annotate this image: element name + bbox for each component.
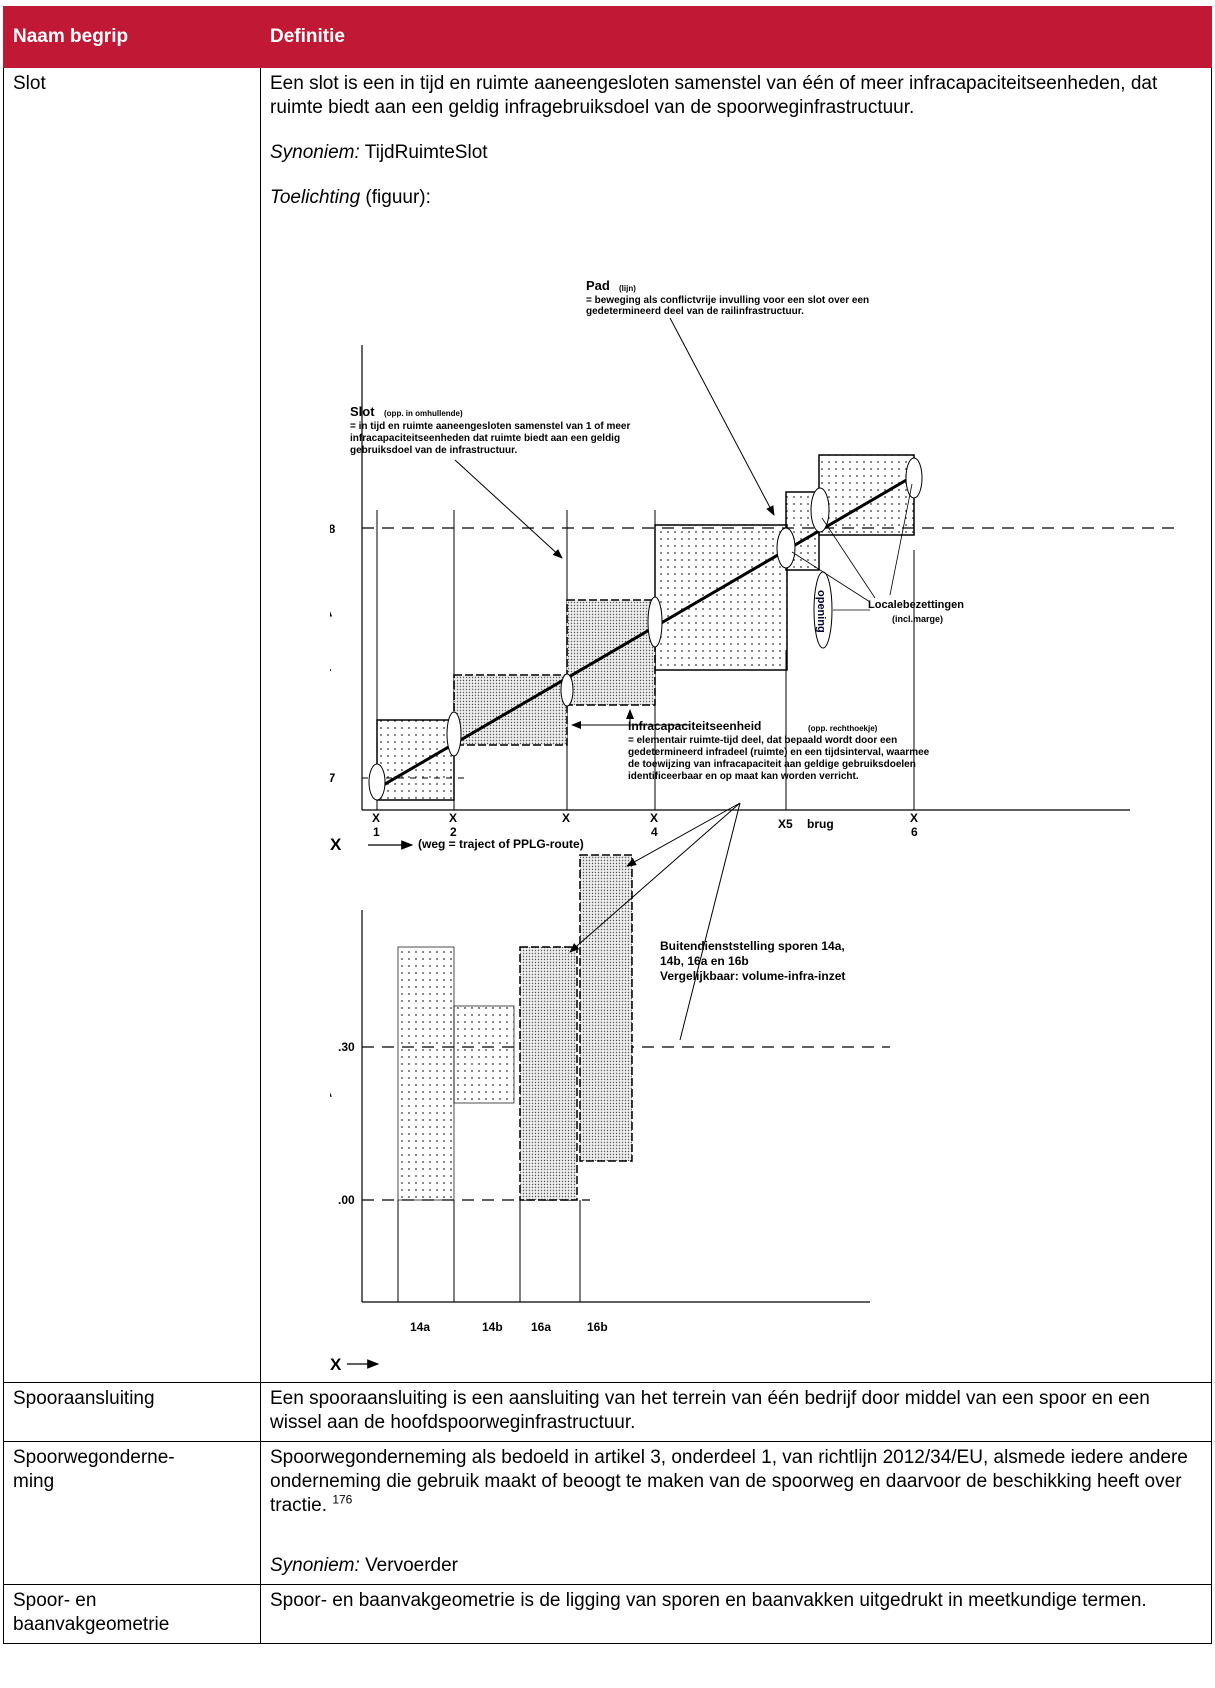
x-num: 1 [373,825,380,839]
x-tick: X [562,811,570,825]
pad-text-2: gedetermineerd deel van de railinfrastru… [586,306,804,317]
term-cell: Spoorwegonderne- ming [3,1441,261,1585]
synonym-value: Vervoerder [365,1555,459,1576]
track-14a-block [397,946,455,1201]
table-header-row: Naam begrip Definitie [3,6,1212,68]
track-16a-block [519,946,578,1201]
x-tick: X [372,811,380,825]
slot-sub: (opp. in omhullende) [384,409,463,418]
x-tick: X [650,811,658,825]
opening-label: opening [815,590,827,633]
synonym-line: Synoniem: Vervoerder [270,1554,1202,1578]
note-label: Toelichting [270,187,361,208]
ice-title: Infracapaciteitseenheid [628,719,761,733]
bds-text-3: Vergelijkbaar: volume-infra-inzet [660,969,845,983]
table-row: Spoor- en baanvakgeometrie Spoor- en baa… [3,1584,1212,1644]
term-cell: Slot [3,67,261,1383]
ice-text-4: identificeerbaar en op maat kan worden v… [628,771,859,782]
term-line: Spoorwegonderne- [13,1447,175,1468]
ice-text-3: de toewijzing van infracapaciteit aan ge… [628,759,916,770]
track-label-16a: 16a [531,1320,551,1334]
term-line: baanvakgeometrie [13,1614,170,1635]
footnote-ref: 176 [332,1492,353,1507]
bds-text-1: Buitendienststelling sporen 14a, [660,939,845,953]
pad-title: Pad [586,278,610,293]
top-x-label: X [330,835,342,854]
term-line: ming [13,1471,55,1492]
note-rest: (figuur): [365,187,431,208]
synonym-value: TijdRuimteSlot [364,142,488,163]
x-axis-text: (weg = traject of PPLG-route) [418,837,584,851]
definition-text: Spoor- en baanvakgeometrie is de ligging… [270,1590,1147,1611]
track-14b-block [453,1005,515,1104]
x-tick-brug: brug [807,817,834,831]
table-row: Slot Een slot is een in tijd en ruimte a… [3,67,1212,1383]
definition-text: Spoorwegonderneming als bedoeld in artik… [270,1447,1188,1516]
locale-label: Localebezettingen [868,599,964,611]
definition-text: Een slot is een in tijd en ruimte aaneen… [270,73,1158,118]
definition-cell: Spoorwegonderneming als bedoeld in artik… [260,1441,1212,1585]
x-tick: X [910,811,918,825]
synonym-label: Synoniem: [270,142,360,163]
table-row: Spoorwegonderne- ming Spoorwegondernemin… [3,1441,1212,1585]
synonym-line: Synoniem: TijdRuimteSlot [270,141,1202,165]
ice-text-2: gedetermineerd infradeel (ruimte) en een… [628,747,930,758]
track-16b-block [579,854,633,1162]
header-definition: Definitie [260,6,1212,68]
table-row: Spooraansluiting Een spooraansluiting is… [3,1382,1212,1442]
x-num: 6 [911,825,918,839]
x-tick-x5: X5 [778,817,793,831]
x-tick: X [449,811,457,825]
bottom-x-label: X [330,1355,342,1374]
slot-text-1: = in tijd en ruimte aaneengesloten samen… [350,421,630,432]
glossary-table: Naam begrip Definitie Slot Een slot is e… [3,6,1212,1644]
y-label-08: 08 [330,522,336,536]
definition-text: Een spooraansluiting is een aansluiting … [270,1388,1150,1433]
slot-diagram-svg: opening 08 07 T X 1 X 2 [312,278,1190,1374]
note-line: Toelichting (figuur): [270,186,1202,210]
track-label-14a: 14a [410,1320,430,1334]
top-t-label: T [330,666,331,686]
track-label-14b: 14b [482,1320,503,1334]
pad-sub: (lijn) [619,284,636,293]
ice-text-1: = elementair ruimte-tijd deel, dat bepaa… [628,735,897,746]
slot-text-3: gebruiksdoel van de infrastructuur. [350,445,517,456]
ice-sub: (opp. rechthoekje) [808,724,878,733]
header-term: Naam begrip [3,6,261,68]
slot-title: Slot [350,404,375,419]
pad-text-1: = beweging als conflictvrije invulling v… [586,295,869,306]
x-num: 4 [651,825,658,839]
bottom-diagram: .30 .00 T Buitendienststelling sporen 14… [312,802,890,1374]
definition-cell: Een spooraansluiting is een aansluiting … [260,1382,1212,1442]
y-label-07: 07 [330,771,336,785]
track-label-16b: 16b [587,1320,608,1334]
term-cell: Spooraansluiting [3,1382,261,1442]
term-cell: Spoor- en baanvakgeometrie [3,1584,261,1644]
term-slot: Slot [13,73,46,94]
term-line: Spoor- en [13,1590,97,1611]
definition-cell: Een slot is een in tijd en ruimte aaneen… [260,67,1212,1383]
slot-figure: opening 08 07 T X 1 X 2 [312,250,1190,1376]
definition-cell: Spoor- en baanvakgeometrie is de ligging… [260,1584,1212,1644]
top-diagram: opening 08 07 T X 1 X 2 [320,278,1190,1041]
slot-text-2: infracapaciteitseenheden dat ruimte bied… [350,433,620,444]
x-num: 2 [450,825,457,839]
locale-sub: (incl.marge) [892,614,943,624]
bds-text-2: 14b, 16a en 16b [660,954,749,968]
synonym-label: Synoniem: [270,1555,360,1576]
y-label-30: .30 [338,1040,355,1054]
y-label-00: .00 [338,1193,355,1207]
term-spooraansluiting: Spooraansluiting [13,1388,155,1409]
